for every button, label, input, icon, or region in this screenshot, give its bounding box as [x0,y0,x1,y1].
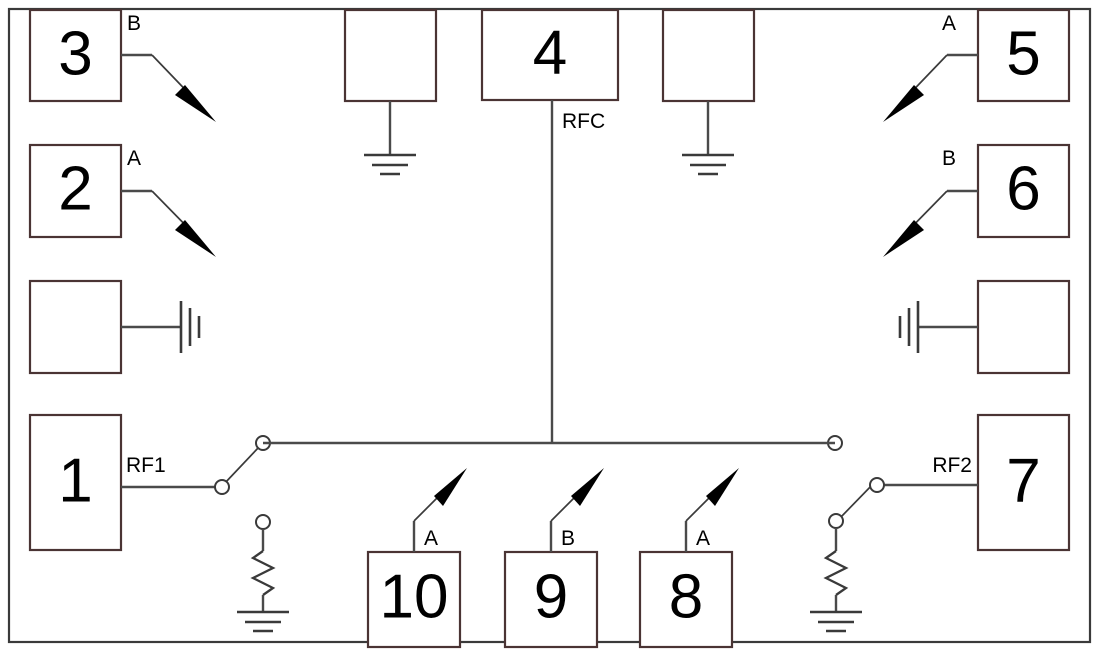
block-3-group[interactable]: 3 B [28,8,216,122]
block-5-box[interactable] [976,8,1071,103]
block-7-box[interactable] [976,413,1071,552]
top-left-ground-symbol [364,153,416,176]
left-switch-throw-terminal-lower[interactable] [255,514,271,530]
block-2-box[interactable] [28,143,123,239]
right-switch-pivot-terminal[interactable] [869,477,885,493]
rf1-net-label: RF1 [126,454,166,477]
right-termination-resistor-group [810,528,862,633]
block-8-group[interactable]: 8 A [638,468,739,649]
block-4-group[interactable]: 4 RFC [480,8,620,443]
block-2-group[interactable]: 2 A [28,143,216,257]
rfc-net-label: RFC [562,110,605,133]
block-8-pin-label: A [696,527,710,550]
top-right-ground-block-group[interactable] [661,8,756,176]
block-10-pointer-arrow-icon [434,468,467,506]
right-ground-symbol [810,610,862,633]
left-ground-symbol-sideways [179,301,201,353]
block-9-pointer-arrow-icon [571,468,604,506]
block-7-group[interactable]: 7 RF2 [884,413,1071,552]
right-resistor-symbol [823,550,849,596]
left-switch-pivot-terminal[interactable] [214,479,230,495]
block-9-label: 9 [534,562,568,631]
block-2-pointer-arrow-icon [175,220,216,257]
block-1-box[interactable] [28,413,123,552]
block-8-pointer-arrow-icon [706,468,739,506]
block-1-group[interactable]: 1 RF1 [28,413,215,552]
block-10-pin-label: A [424,527,438,550]
right-switch-throw-terminal-lower[interactable] [828,513,844,529]
block-3-label: 3 [58,19,92,88]
top-left-ground-block-group[interactable] [343,8,438,176]
left-ground-block-group[interactable] [28,279,201,375]
block-2-pin-label: A [127,147,141,170]
block-10-label: 10 [380,562,449,631]
right-switch-blade [839,481,876,519]
left-termination-resistor-group [237,529,289,633]
block-3-box[interactable] [28,8,123,103]
block-6-group[interactable]: 6 B [883,143,1071,257]
block-5-pointer-arrow-icon [883,85,924,122]
block-5-pin-label: A [942,12,956,35]
block-9-box[interactable] [503,550,599,649]
block-3-pointer-arrow-icon [175,85,216,122]
right-ground-block-box[interactable] [976,279,1071,375]
block-6-label: 6 [1006,154,1040,223]
top-right-ground-block-box[interactable] [661,8,756,103]
block-5-group[interactable]: 5 A [883,8,1071,122]
rf2-net-label: RF2 [932,454,972,477]
block-9-group[interactable]: 9 B [503,468,604,649]
top-left-ground-block-box[interactable] [343,8,438,103]
block-1-label: 1 [58,446,92,515]
diagram-frame [7,7,1092,644]
block-4-label: 4 [533,18,567,87]
block-4-box[interactable] [480,8,620,102]
right-ground-symbol-sideways [898,301,920,353]
left-spdt-switch[interactable] [214,435,271,530]
left-ground-block-box[interactable] [28,279,123,375]
block-10-group[interactable]: 10 A [366,468,467,649]
block-6-pointer-arrow-icon [883,220,924,257]
left-resistor-symbol [250,550,276,596]
right-ground-block-group[interactable] [898,279,1071,375]
block-6-pin-label: B [942,147,956,170]
block-6-box[interactable] [976,143,1071,239]
block-7-label: 7 [1006,446,1040,515]
left-switch-blade [223,446,260,485]
block-9-pin-label: B [561,527,575,550]
right-spdt-switch[interactable] [827,435,885,529]
block-3-pin-label: B [127,12,141,35]
left-ground-symbol [237,610,289,633]
top-right-ground-symbol [682,153,734,176]
block-8-label: 8 [669,562,703,631]
block-5-label: 5 [1006,19,1040,88]
block-2-label: 2 [58,154,92,223]
